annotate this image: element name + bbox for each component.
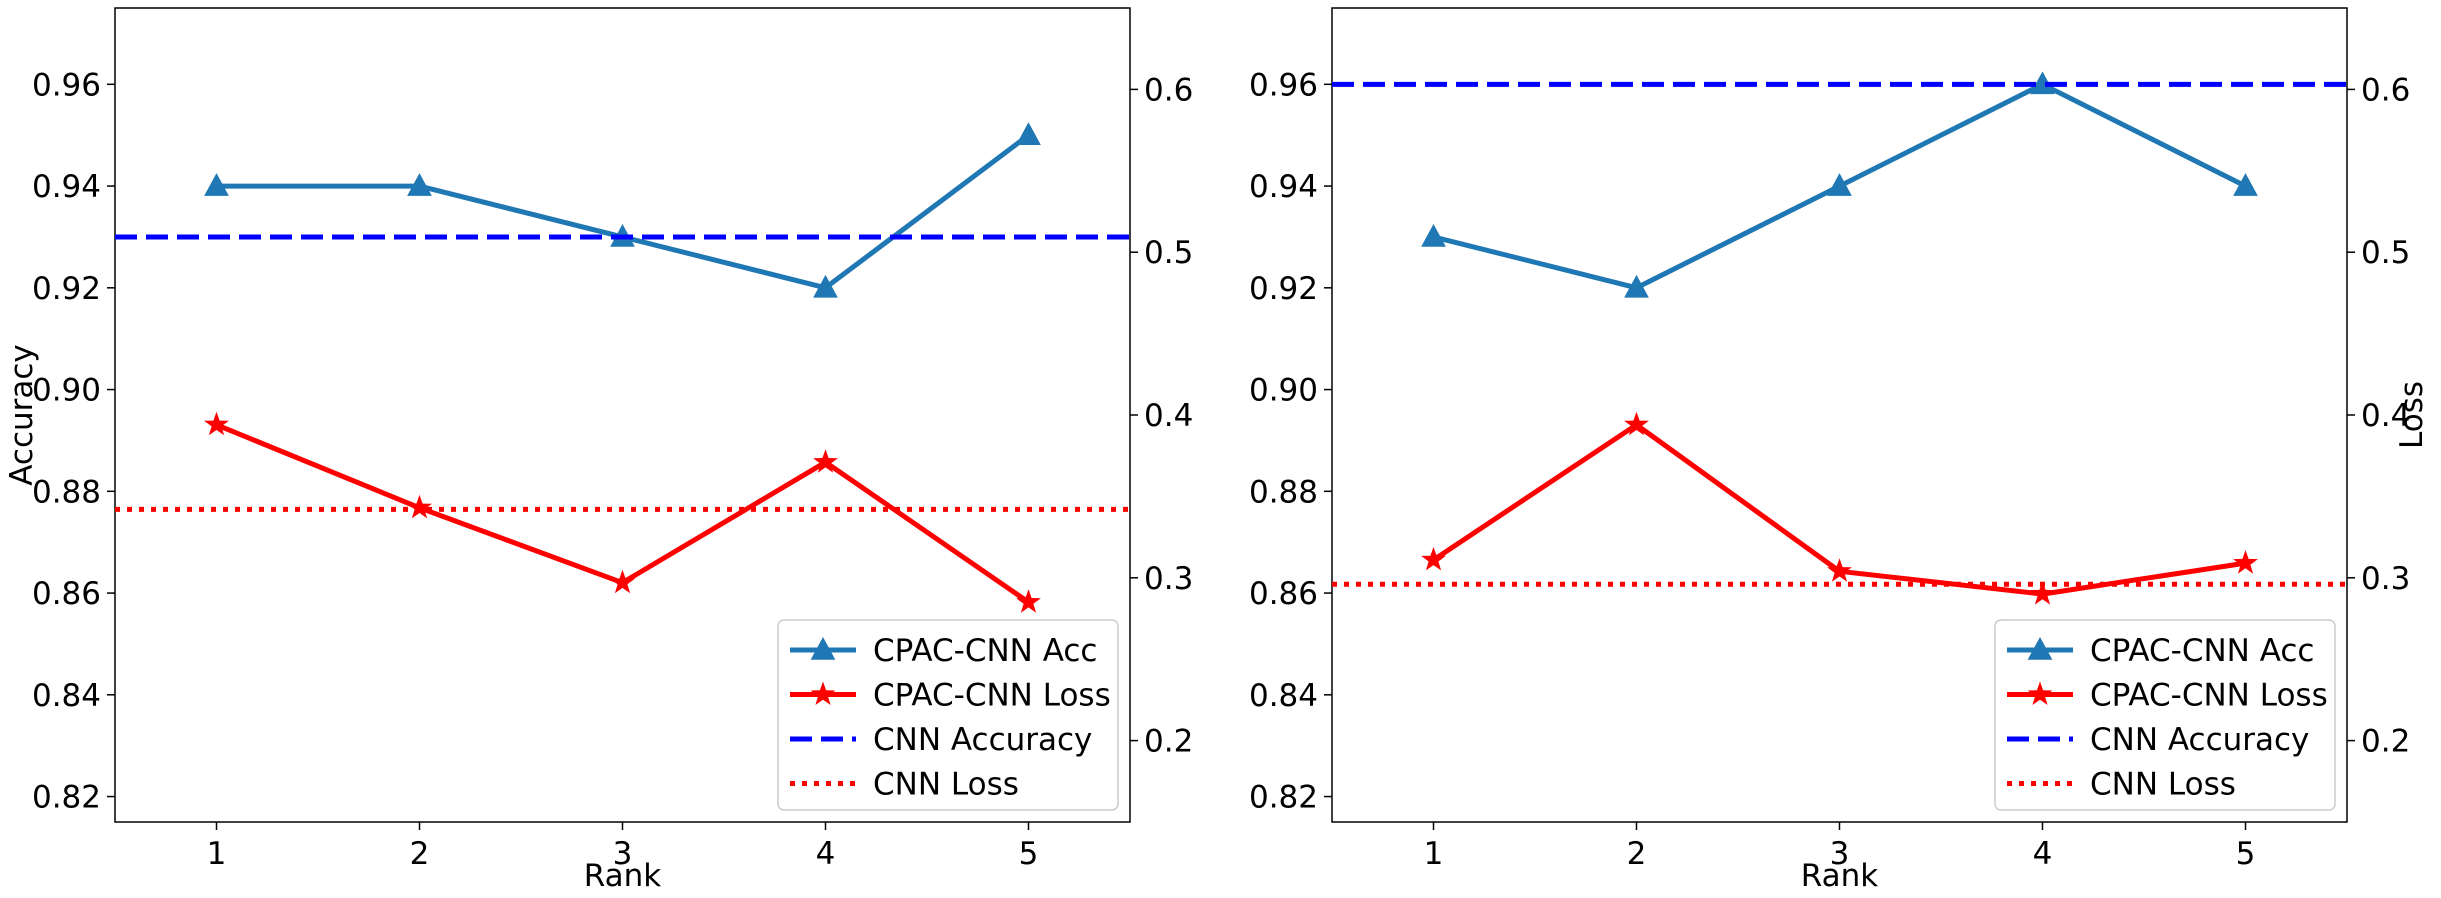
legend-marker <box>810 681 836 705</box>
x-tick-label: 2 <box>410 836 430 872</box>
series-1-marker <box>1016 122 1041 145</box>
x-axis-label: Rank <box>584 858 662 894</box>
series-2-marker <box>1624 411 1649 436</box>
y-left-tick-label: 0.94 <box>32 169 101 205</box>
x-tick-label: 5 <box>2236 836 2256 872</box>
y-right-tick-label: 0.4 <box>2361 398 2410 434</box>
y-right-tick-label: 0.6 <box>2361 72 2410 108</box>
legend-marker <box>2027 681 2053 705</box>
legend-label: CNN Loss <box>2090 767 2236 803</box>
y-left-tick-label: 0.96 <box>1249 67 1318 103</box>
x-tick-label: 3 <box>1830 836 1850 872</box>
y-left-tick-label: 0.86 <box>32 576 101 612</box>
x-tick-label: 1 <box>1424 836 1444 872</box>
y-right-tick-label: 0.2 <box>1144 724 1193 760</box>
y-left-tick-label: 0.86 <box>1249 576 1318 612</box>
y-right-axis-label: Loss <box>2394 381 2430 449</box>
legend-box <box>1994 619 2336 811</box>
series-1-marker <box>204 173 229 196</box>
x-tick-label: 4 <box>816 836 836 872</box>
series-2-marker <box>1421 546 1446 571</box>
y-right-tick-label: 0.3 <box>1144 561 1193 597</box>
series-2-marker <box>813 449 838 473</box>
y-left-tick-label: 0.84 <box>1249 678 1318 714</box>
legend-label: CNN Accuracy <box>2090 722 2309 758</box>
series-1-marker <box>2030 71 2055 95</box>
series-2-marker <box>2030 581 2055 605</box>
y-left-tick-label: 0.92 <box>1249 271 1318 307</box>
legend-label: CNN Loss <box>873 767 1019 803</box>
series-1-marker <box>813 274 838 298</box>
series-2-marker <box>1016 589 1041 613</box>
series-1-marker <box>407 173 432 196</box>
y-left-tick-label: 0.90 <box>1249 373 1318 409</box>
series-1-marker <box>1624 274 1649 298</box>
y-right-tick-label: 0.2 <box>2361 724 2410 760</box>
y-right-tick-label: 0.6 <box>1144 72 1193 108</box>
series-1-marker <box>1421 223 1446 247</box>
y-right-tick-label: 0.3 <box>2361 561 2410 597</box>
legend-marker <box>2027 637 2053 660</box>
series-2-marker <box>204 411 229 436</box>
y-left-tick-label: 0.82 <box>1249 780 1318 816</box>
series-1-line <box>216 133 1031 291</box>
y-left-tick-label: 0.82 <box>32 780 101 816</box>
x-tick-label: 1 <box>207 836 227 872</box>
y-left-axis-label: Accuracy <box>4 344 40 486</box>
legend-label: CPAC-CNN Acc <box>2090 633 2314 669</box>
y-left-tick-label: 0.92 <box>32 271 101 307</box>
legend-label: CPAC-CNN Acc <box>873 633 1097 669</box>
y-right-tick-label: 0.5 <box>2361 235 2410 271</box>
legend-box <box>777 619 1119 811</box>
x-tick-label: 5 <box>1019 836 1039 872</box>
y-left-tick-label: 0.88 <box>32 474 101 510</box>
x-tick-label: 3 <box>613 836 633 872</box>
series-2-marker <box>407 494 432 519</box>
y-right-tick-label: 0.4 <box>1144 398 1193 434</box>
y-left-tick-label: 0.84 <box>32 678 101 714</box>
x-tick-label: 4 <box>2033 836 2053 872</box>
series-2-marker <box>1827 558 1852 582</box>
y-left-tick-label: 0.90 <box>32 373 101 409</box>
series-2-marker <box>2233 550 2258 574</box>
legend-label: CPAC-CNN Loss <box>2090 678 2328 714</box>
y-left-tick-label: 0.94 <box>1249 169 1318 205</box>
y-right-tick-label: 0.5 <box>1144 235 1193 271</box>
legend-label: CNN Accuracy <box>873 722 1092 758</box>
x-tick-label: 2 <box>1627 836 1647 872</box>
series-2-marker <box>610 569 635 594</box>
x-axis-label: Rank <box>1801 858 1879 894</box>
series-1-marker <box>1827 173 1852 196</box>
legend-marker <box>810 637 836 660</box>
legend-label: CPAC-CNN Loss <box>873 678 1111 714</box>
y-left-tick-label: 0.88 <box>1249 474 1318 510</box>
series-1-marker <box>2233 173 2258 196</box>
y-left-tick-label: 0.96 <box>32 67 101 103</box>
